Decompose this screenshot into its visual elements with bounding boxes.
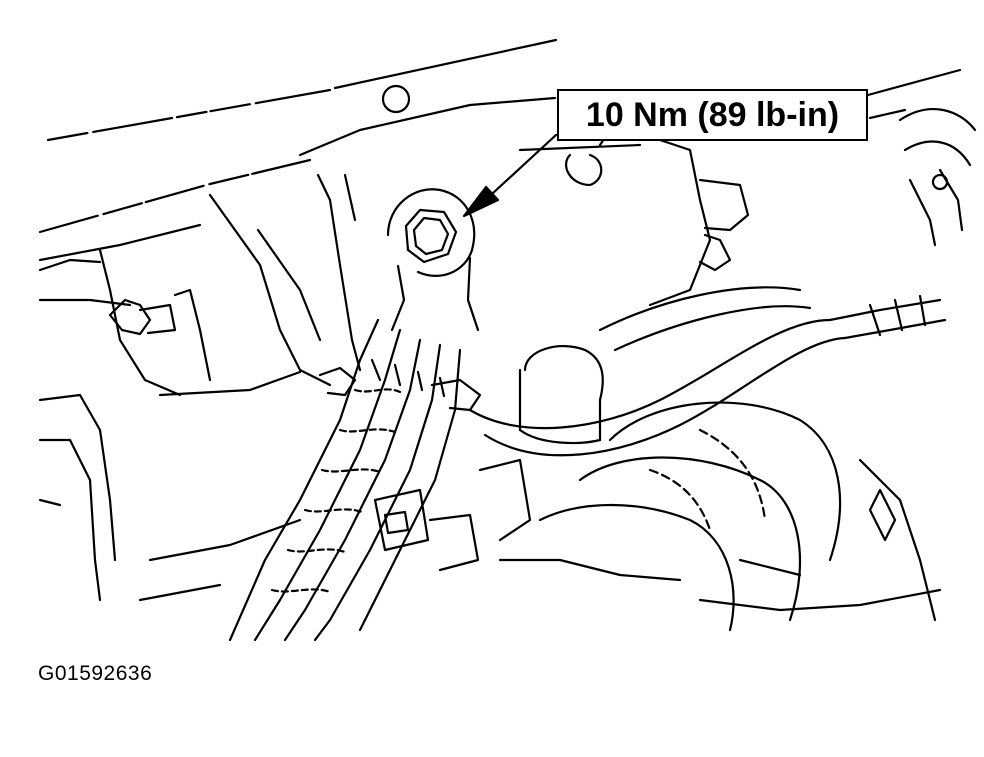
engine-rib — [38, 173, 362, 397]
left-stud — [108, 288, 212, 382]
wire-harness — [468, 286, 947, 457]
mounting-hole — [381, 84, 411, 114]
figure-id: G01592636 — [38, 662, 153, 685]
callout-arrow — [462, 133, 558, 218]
lower-connector — [373, 458, 532, 572]
torque-spec-label: 10 Nm (89 lb-in) — [585, 95, 840, 134]
large-hose — [538, 401, 937, 632]
lower-left-frame — [38, 393, 942, 612]
torque-callout: 10 Nm (89 lb-in) — [557, 89, 868, 141]
upper-engine-panel — [38, 38, 962, 262]
braided-ground-straps — [228, 318, 482, 642]
ground-bolt — [386, 188, 480, 332]
